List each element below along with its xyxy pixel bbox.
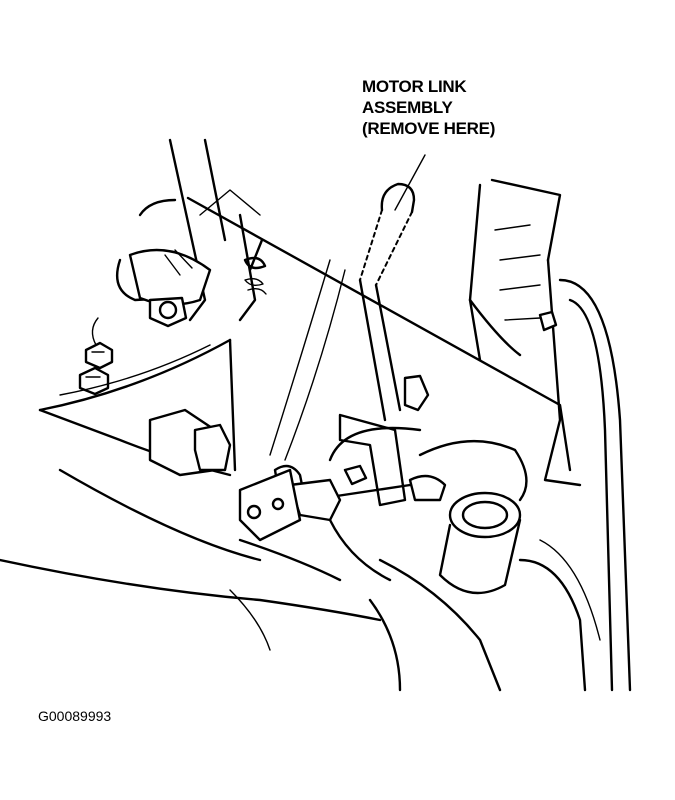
wire-lead — [91, 317, 99, 346]
lower-body — [0, 468, 382, 651]
right-bracket — [468, 178, 632, 692]
pivot-bracket-left — [115, 138, 227, 328]
figure-id: G00089993 — [38, 708, 112, 724]
spring — [243, 238, 267, 295]
callout-line-1: MOTOR LINK — [362, 77, 467, 96]
motor-link-callout: MOTOR LINK ASSEMBLY (REMOVE HERE) — [362, 76, 495, 139]
motor-link-rod — [358, 154, 426, 422]
nut-lower — [78, 366, 110, 396]
callout-line-2: ASSEMBLY — [362, 98, 453, 117]
motor-housing — [328, 439, 601, 692]
callout-line-3: (REMOVE HERE) — [362, 119, 496, 138]
linkage-arm — [238, 374, 447, 542]
body-shelf — [38, 259, 346, 477]
nut-upper — [84, 341, 114, 370]
